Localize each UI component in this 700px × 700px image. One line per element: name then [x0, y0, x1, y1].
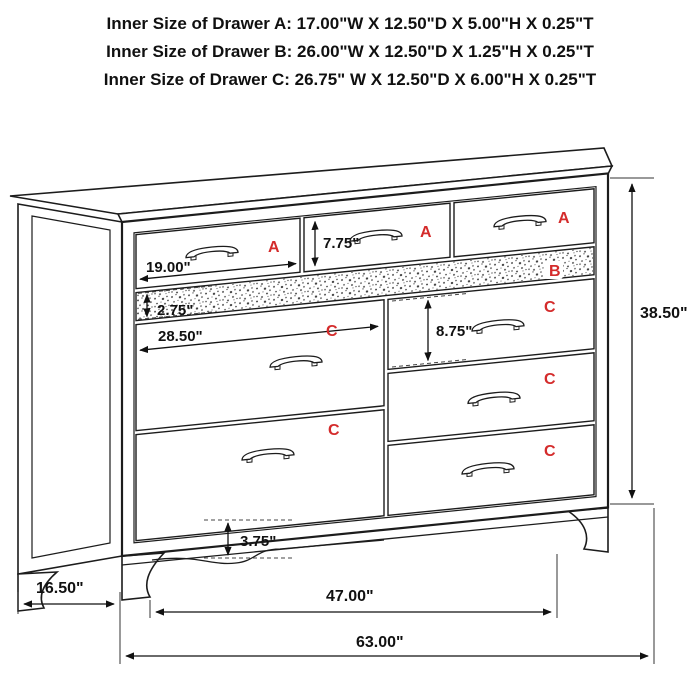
label-drawer-c-left-top: C — [326, 323, 338, 340]
label-b-backing — [544, 261, 563, 279]
ext-line-c-top — [392, 293, 466, 302]
spec-header: Inner Size of Drawer A: 17.00"W X 12.50"… — [0, 10, 700, 94]
dim-label-side-depth: 16.50" — [36, 580, 84, 597]
dim-label-drawer-c-height: 8.75" — [436, 323, 472, 340]
dim-label-drawer-a-height: 7.75" — [323, 235, 359, 252]
label-drawer-c-right-bottom: C — [544, 443, 556, 460]
dim-label-drawer-c-width: 28.50" — [158, 328, 203, 345]
drawer-c-left-bottom-front — [135, 409, 385, 542]
dim-label-overall-height: 38.50" — [640, 305, 688, 322]
front-right-foot — [565, 507, 609, 553]
side-panel-inset — [31, 215, 111, 559]
dresser-carcass — [9, 147, 614, 612]
label-drawer-a3: A — [558, 210, 570, 227]
label-drawer-c-left-bottom: C — [328, 422, 340, 439]
side-panel — [17, 203, 123, 575]
label-drawer-a2: A — [420, 224, 432, 241]
spec-line-drawer-b: Inner Size of Drawer B: 26.00"W X 12.50"… — [106, 42, 594, 61]
dim-label-feet-span: 47.00" — [326, 588, 374, 605]
front-face — [120, 172, 610, 558]
dim-label-base-height: 3.75" — [240, 533, 276, 550]
front-left-foot — [121, 552, 166, 601]
front-inner-frame — [133, 185, 597, 544]
ext-line-b-top — [138, 285, 212, 294]
spec-line-drawer-a: Inner Size of Drawer A: 17.00"W X 12.50"… — [106, 14, 594, 33]
dimension-annotations — [17, 177, 655, 664]
drawer-c-right-bottom-front — [387, 424, 595, 517]
dim-arrow-drawer-a-width — [139, 260, 297, 283]
label-drawer-a1: A — [268, 239, 280, 256]
spec-line-drawer-c: Inner Size of Drawer C: 26.75" W X 12.50… — [103, 70, 597, 89]
ext-line-b-bottom — [138, 311, 212, 320]
drawer-a2-front — [303, 202, 451, 273]
ext-line-c-bottom — [392, 359, 466, 368]
dim-arrow-drawer-c-width — [139, 323, 379, 354]
label-drawer-c-right-middle: C — [544, 371, 556, 388]
dim-label-drawer-a-width: 19.00" — [146, 259, 191, 276]
apron-scroll — [151, 539, 385, 565]
label-drawer-c-right-top: C — [544, 299, 556, 316]
drawer-b-glitter-band — [137, 247, 593, 320]
dim-label-overall-width: 63.00" — [356, 634, 404, 651]
drawer-a3-front — [453, 188, 595, 258]
dim-label-drawer-b-height: 2.75" — [157, 302, 193, 319]
label-drawer-b: B — [549, 263, 561, 280]
